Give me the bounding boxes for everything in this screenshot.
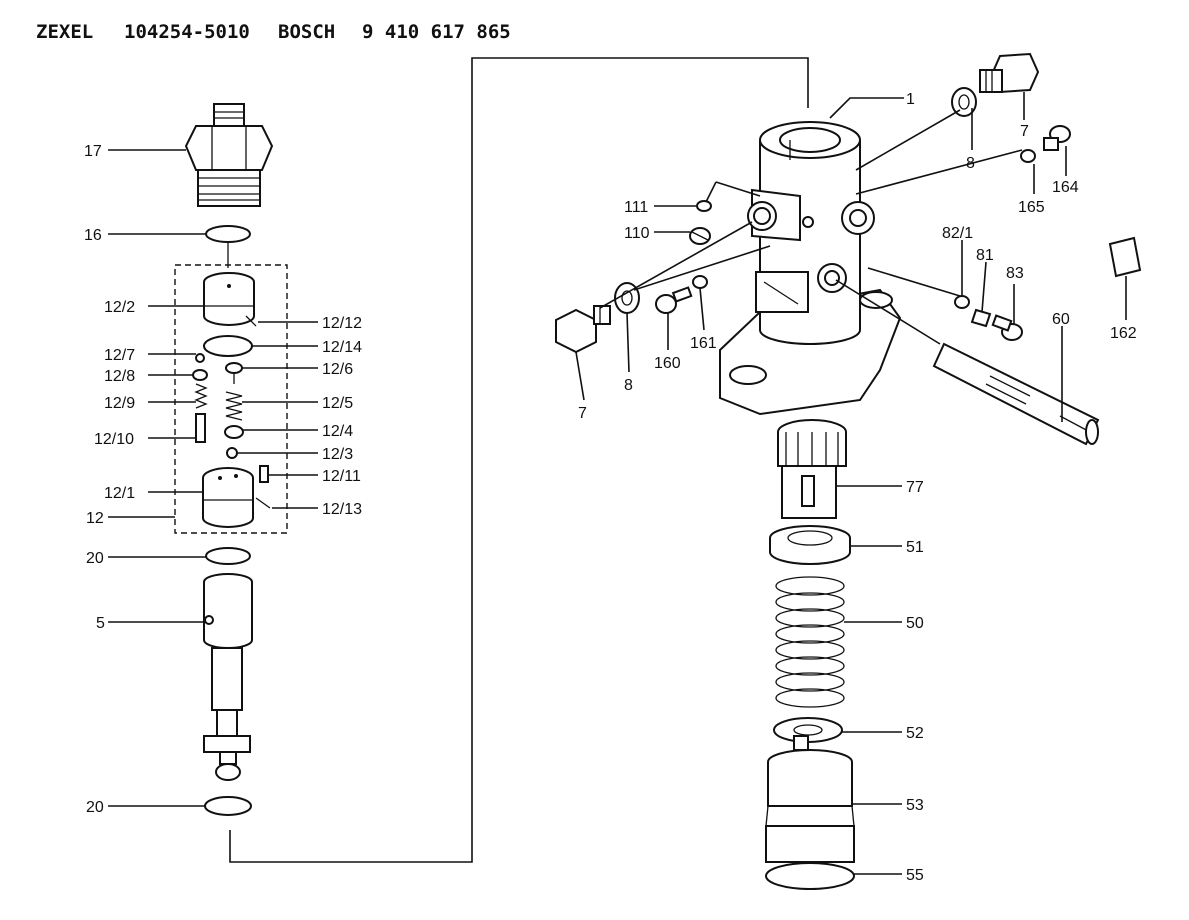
- label-12-14: 12/14: [322, 339, 362, 356]
- part-5-plunger: [203, 573, 253, 781]
- part-20-upper-o-ring: [205, 547, 251, 565]
- label-12: 12: [86, 510, 104, 527]
- label-12-7: 12/7: [104, 347, 135, 364]
- part-1-pump-housing: [719, 121, 902, 416]
- part-12-4-seat: [224, 425, 244, 439]
- connector-line: [229, 57, 809, 863]
- label-83: 83: [1006, 265, 1024, 282]
- label-12-8: 12/8: [104, 368, 135, 385]
- label-165: 165: [1018, 199, 1045, 216]
- part-12-1-body: [202, 467, 254, 528]
- part-16-o-ring: [205, 225, 251, 243]
- part-60-control-rack: [932, 342, 1100, 446]
- part-82-1-washer: [954, 295, 970, 309]
- part-162-block: [1108, 236, 1142, 278]
- label-12-13: 12/13: [322, 501, 362, 518]
- label-5: 5: [96, 615, 105, 632]
- label-20-lower: 20: [86, 799, 104, 816]
- part-161-washer: [692, 275, 708, 289]
- label-7-right: 7: [1020, 123, 1029, 140]
- header: ZEXEL 104254-5010 BOSCH 9 410 617 865: [36, 21, 511, 43]
- zexel-part-number: 104254-5010: [124, 21, 250, 43]
- part-12-11-pin: [259, 465, 269, 483]
- label-8-right: 8: [966, 155, 975, 172]
- part-12-6-valve: [225, 362, 243, 374]
- part-81-clip: [970, 308, 992, 328]
- part-165-washer: [1020, 149, 1036, 163]
- oem-name: BOSCH: [278, 21, 335, 43]
- part-17-delivery-valve-holder: [184, 103, 274, 207]
- part-160-screw: [655, 286, 693, 314]
- part-110-screw: [689, 227, 711, 245]
- label-55: 55: [906, 867, 924, 884]
- label-7-left: 7: [578, 405, 587, 422]
- label-82-1: 82/1: [942, 225, 973, 242]
- label-12-6: 12/6: [322, 361, 353, 378]
- label-12-12: 12/12: [322, 315, 362, 332]
- left-assembly: [174, 103, 288, 816]
- label-60: 60: [1052, 311, 1070, 328]
- label-164: 164: [1052, 179, 1079, 196]
- part-12-14-ring: [203, 335, 253, 357]
- part-12-7-ball: [195, 353, 205, 363]
- right-leader-lines: [575, 92, 1127, 875]
- part-77-control-sleeve: [777, 419, 847, 519]
- part-8-washer-right: [951, 87, 977, 117]
- label-51: 51: [906, 539, 924, 556]
- label-77: 77: [906, 479, 924, 496]
- right-labels: 1 7 8 164 165 111 110 82/1 81 83 60 162 …: [578, 91, 1137, 884]
- part-51-spring-seat: [769, 525, 851, 565]
- label-1: 1: [906, 91, 915, 108]
- label-17: 17: [84, 143, 102, 160]
- part-12-8-seat: [192, 369, 208, 381]
- label-160: 160: [654, 355, 681, 372]
- label-12-11: 12/11: [322, 468, 361, 485]
- part-7-plug-left: [555, 305, 611, 354]
- label-110: 110: [624, 225, 650, 242]
- label-12-2: 12/2: [104, 299, 135, 316]
- part-12-2-valve-body: [203, 272, 255, 326]
- part-20-lower-o-ring: [204, 796, 252, 816]
- part-50-plunger-spring: [775, 576, 845, 708]
- label-8-left: 8: [624, 377, 633, 394]
- oem-part-number: 9 410 617 865: [362, 21, 511, 43]
- label-12-10: 12/10: [94, 431, 134, 448]
- part-52-lower-spring-seat: [773, 717, 843, 751]
- label-111: 111: [624, 199, 648, 216]
- label-12-1: 12/1: [104, 485, 135, 502]
- label-52: 52: [906, 725, 924, 742]
- label-162: 162: [1110, 325, 1137, 342]
- part-53-tappet: [765, 749, 855, 863]
- part-12-5-spring: [225, 391, 243, 421]
- part-55-snap-ring: [765, 862, 855, 890]
- label-12-4: 12/4: [322, 423, 353, 440]
- label-12-3: 12/3: [322, 446, 353, 463]
- label-20-upper: 20: [86, 550, 104, 567]
- label-12-9: 12/9: [104, 395, 135, 412]
- maker-name: ZEXEL: [36, 21, 93, 43]
- part-12-10-pin: [195, 413, 206, 443]
- part-12-kit-box: [174, 264, 288, 534]
- label-81: 81: [976, 247, 994, 264]
- label-161: 161: [690, 335, 717, 352]
- label-12-5: 12/5: [322, 395, 353, 412]
- left-leader-lines: [108, 149, 318, 807]
- part-12-3-ball: [226, 447, 238, 459]
- right-assembly: [555, 52, 1142, 890]
- left-labels: 17 16 12/2 12/12 12/14 12/7 12/6 12/8 12…: [84, 143, 362, 816]
- label-16: 16: [84, 227, 102, 244]
- label-50: 50: [906, 615, 924, 632]
- part-7-plug-right: [979, 52, 1040, 94]
- part-12-9-spring: [194, 383, 208, 409]
- part-164-screw: [1043, 125, 1071, 151]
- label-53: 53: [906, 797, 924, 814]
- part-111-washer: [696, 200, 712, 212]
- part-83-screw: [991, 314, 1023, 341]
